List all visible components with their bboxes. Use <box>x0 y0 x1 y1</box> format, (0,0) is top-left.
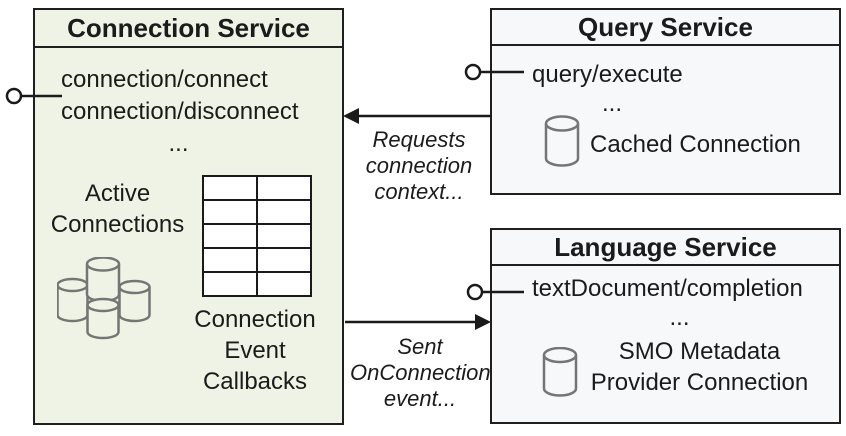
callback-table <box>202 175 312 297</box>
ellipsis-text: ... <box>669 304 690 331</box>
database-cylinder-icon <box>85 257 121 303</box>
language-service-box: Language Service textDocument/completion… <box>490 228 841 424</box>
table-cell <box>258 249 310 271</box>
language-service-methods: textDocument/completion ... <box>532 274 827 332</box>
requests-connection-context-label: Requests connection context... <box>365 127 473 204</box>
database-cylinder-icon <box>86 297 120 340</box>
ellipsis-text: ... <box>168 130 189 157</box>
query-service-methods: query/execute ... <box>532 60 692 118</box>
language-service-title: Language Service <box>492 230 839 266</box>
arrow-query-to-connection-icon <box>343 108 492 124</box>
table-cell <box>204 225 256 247</box>
table-cell <box>258 201 310 223</box>
table-cell <box>258 177 310 199</box>
query-service-title: Query Service <box>492 10 839 46</box>
active-connections-databases-icon <box>57 257 151 340</box>
connection-service-box: Connection Service connection/connect co… <box>33 8 344 425</box>
table-cell <box>204 201 256 223</box>
arrow-connection-to-language-icon <box>345 314 491 330</box>
query-service-box: Query Service query/execute ... Cached C… <box>490 8 841 195</box>
connection-service-methods: connection/connect connection/disconnect… <box>61 64 299 160</box>
ellipsis-text: ... <box>601 90 622 117</box>
table-cell <box>204 273 256 295</box>
connection-event-callbacks-label: Connection Event Callbacks <box>194 306 316 395</box>
table-cell <box>258 225 310 247</box>
smo-metadata-provider-label: SMO Metadata Provider Connection <box>590 338 809 396</box>
table-cell <box>204 177 256 199</box>
method-textdocument-completion: textDocument/completion <box>532 275 803 302</box>
method-connection-disconnect: connection/disconnect <box>61 98 299 125</box>
table-cell <box>258 273 310 295</box>
cached-connection-database-icon <box>544 115 580 167</box>
method-query-execute: query/execute <box>532 61 683 88</box>
smo-metadata-database-icon <box>542 347 578 397</box>
active-connections-label: Active Connections <box>50 180 185 238</box>
database-cylinder-icon <box>118 279 151 323</box>
table-cell <box>204 249 256 271</box>
cached-connection-label: Cached Connection <box>590 131 801 158</box>
connection-service-title: Connection Service <box>35 10 342 48</box>
database-cylinder-icon <box>57 277 89 323</box>
sent-onconnection-event-label: Sent OnConnection event... <box>350 334 491 411</box>
method-connection-connect: connection/connect <box>61 66 268 93</box>
